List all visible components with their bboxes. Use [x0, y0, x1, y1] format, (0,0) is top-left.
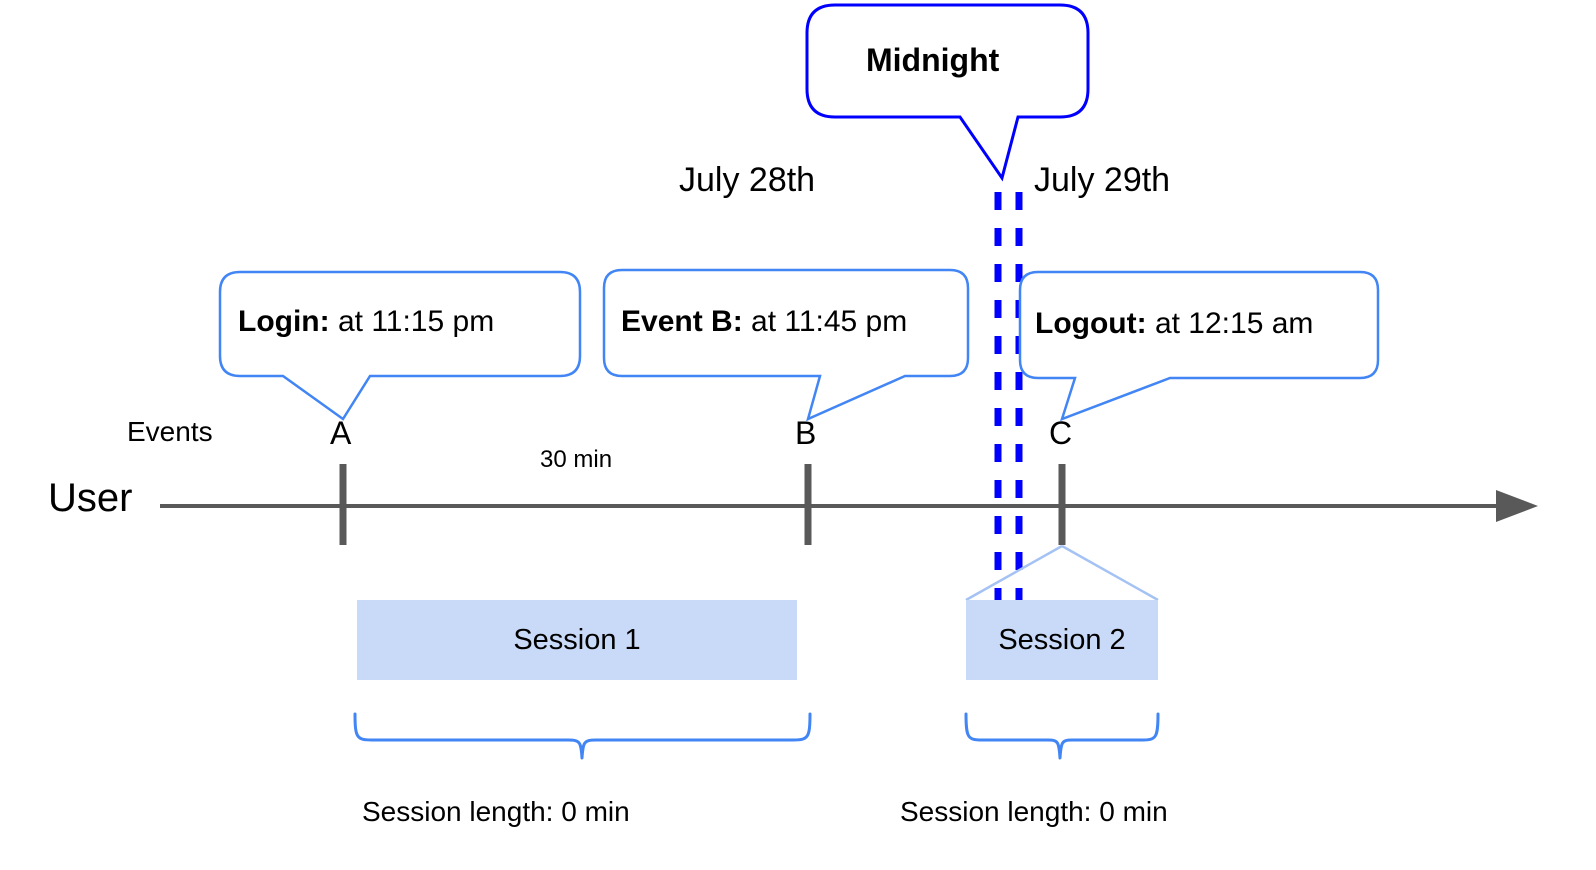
event-a-callout-shape: [218, 270, 582, 421]
session-1-box: Session 1: [357, 600, 797, 680]
event-tick-marks: [339, 464, 1066, 545]
event-letter-a: A: [330, 415, 352, 451]
session2-connector-lines: [965, 544, 1159, 602]
event-letter-b: B: [795, 415, 817, 451]
midnight-dashed-lines: [994, 192, 1023, 600]
event-b-callout-shape: [602, 268, 970, 422]
session-2-box: Session 2: [966, 600, 1158, 680]
session-2-label: Session 2: [998, 623, 1126, 656]
event-b-callout-text: Event B: at 11:45 pm: [621, 307, 907, 337]
event-c-callout-shape: [1018, 270, 1380, 422]
event-c-callout-text: Logout: at 12:15 am: [1035, 309, 1313, 339]
duration-label-30-min: 30 min: [540, 446, 613, 473]
timeline-axis: [160, 490, 1538, 522]
midnight-callout-label: Midnight: [866, 42, 1000, 78]
event-b-callout-bold: Event B:: [621, 305, 743, 338]
event-c-callout-rest: at 12:15 am: [1146, 307, 1314, 340]
event-b-callout-rest: at 11:45 pm: [742, 305, 908, 338]
session2-brace: [964, 712, 1160, 760]
event-a-callout-rest: at 11:15 pm: [329, 305, 495, 338]
event-a-callout-bold: Login:: [238, 305, 330, 338]
event-letter-c: C: [1049, 415, 1073, 451]
midnight-callout-shape: [805, 3, 1090, 182]
date-label-july-28: July 28th: [679, 161, 816, 199]
user-row-label: User: [48, 476, 133, 520]
event-c-callout-bold: Logout:: [1035, 307, 1147, 340]
events-row-label: Events: [127, 416, 213, 447]
session-1-length-label: Session length: 0 min: [362, 796, 630, 827]
date-label-july-29: July 29th: [1034, 161, 1171, 199]
session-2-length-label: Session length: 0 min: [900, 796, 1168, 827]
session-1-label: Session 1: [513, 623, 641, 656]
event-a-callout-text: Login: at 11:15 pm: [238, 307, 494, 337]
session1-brace: [353, 712, 812, 760]
